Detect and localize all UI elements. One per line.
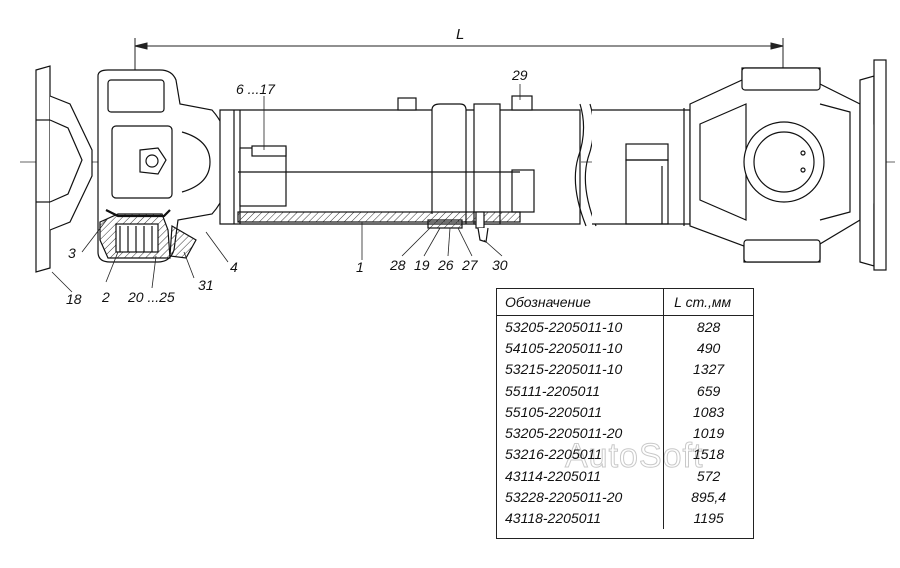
table-row: 53205-2205011-20 1019	[497, 422, 753, 444]
cell-designation: 55105-2205011	[505, 403, 603, 420]
callout-6-17: 6 ...17	[236, 81, 276, 97]
left-flange	[35, 65, 93, 273]
cell-designation: 43118-2205011	[505, 510, 602, 527]
cell-length: 1518	[663, 443, 753, 466]
callout-4: 4	[230, 259, 238, 275]
cell-designation: 53215-2205011-10	[505, 361, 623, 378]
callout-31: 31	[198, 277, 214, 293]
callout-18: 18	[66, 291, 82, 307]
shaft-right-portion	[592, 108, 691, 226]
callout-27: 27	[461, 257, 479, 273]
callout-leaders	[51, 84, 521, 293]
break-line-left	[574, 103, 587, 227]
cell-length: 490	[663, 337, 753, 359]
cell-designation: 53205-2205011-10	[505, 318, 623, 335]
cell-designation: 53205-2205011-20	[505, 425, 623, 442]
callout-30: 30	[492, 257, 508, 273]
cell-designation: 53216-2205011	[505, 446, 603, 463]
callout-1: 1	[356, 259, 364, 275]
table-row: 53228-2205011-20 895,4	[497, 486, 753, 508]
table-row: 43114-2205011 572	[497, 465, 753, 487]
cell-designation: 55111-2205011	[505, 382, 600, 399]
dimension-l	[134, 38, 784, 72]
cell-length: 1019	[663, 422, 753, 444]
callout-28: 28	[389, 257, 406, 273]
header-length: L ст.,мм	[663, 289, 753, 316]
header-designation: Обозначение	[497, 289, 664, 316]
cell-designation: 54105-2205011-10	[505, 339, 623, 356]
callout-20-25: 20 ...25	[127, 289, 175, 305]
table-row: 55111-2205011 659	[497, 379, 753, 402]
cell-length: 1083	[663, 401, 753, 423]
cell-length: 1327	[663, 358, 753, 380]
specification-table: Обозначение L ст.,мм 53205-2205011-10 828…	[496, 288, 754, 539]
callout-3: 3	[68, 245, 76, 261]
table-row: 55105-2205011 1083	[497, 401, 753, 423]
left-universal-joint	[97, 69, 231, 263]
callout-2: 2	[101, 289, 110, 305]
cell-designation: 53228-2205011-20	[505, 489, 623, 506]
cell-designation: 43114-2205011	[505, 467, 602, 484]
callout-26: 26	[437, 257, 454, 273]
dimension-label: L	[456, 26, 464, 43]
cell-length: 572	[663, 465, 753, 487]
cell-length: 828	[663, 315, 753, 338]
table-row: 53216-2205011 1518	[497, 443, 753, 466]
table-header-row: Обозначение L ст.,мм	[497, 289, 753, 316]
cell-length: 895,4	[663, 486, 753, 508]
right-universal-joint	[689, 59, 887, 271]
callout-29: 29	[511, 67, 528, 83]
table-row: 54105-2205011-10 490	[497, 337, 753, 359]
cell-length: 659	[663, 379, 753, 402]
table-row: 43118-2205011 1195	[497, 507, 753, 529]
cell-length: 1195	[663, 507, 753, 529]
table-row: 53215-2205011-10 1327	[497, 358, 753, 380]
shaft-tube	[219, 95, 581, 243]
table-row: 53205-2205011-10 828	[497, 315, 753, 338]
callout-19: 19	[414, 257, 430, 273]
